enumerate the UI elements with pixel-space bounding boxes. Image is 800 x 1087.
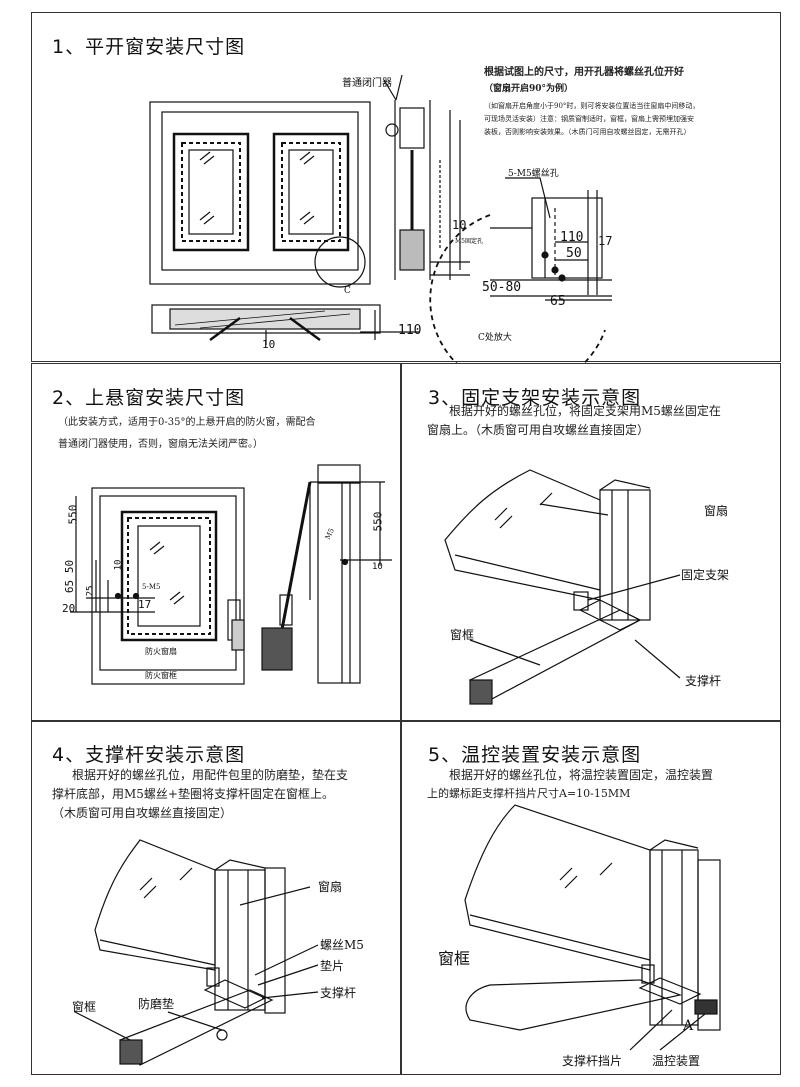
s2-label-frame: 防火窗框 [145, 671, 177, 680]
s3-label-frame: 窗框 [450, 628, 475, 642]
s3-label-rod: 支撑杆 [685, 674, 722, 688]
s2-dim-550-a: 550 [66, 504, 80, 525]
s2-dim-550-b: 550 [371, 511, 385, 532]
s1-point-c: C [344, 286, 351, 296]
s5-label-device: 温控装置 [652, 1054, 701, 1068]
s5-label-stop: 支撑杆挡片 [562, 1054, 623, 1068]
s5-desc-line1: 根据开好的螺丝孔位，将温控装置固定，温控装置 [449, 768, 714, 782]
s2-dim-50: 50 [63, 559, 77, 574]
s1-dim-50-80: 50-80 [482, 280, 522, 295]
s4-desc-line3: （木质窗可用自攻螺丝直接固定） [52, 806, 233, 820]
s1-hole-label: 5-M5螺丝孔 [508, 169, 559, 179]
s1-dim-65: 65 [550, 294, 566, 309]
s4-desc-line2: 撑杆底部，用M5螺丝+垫圈将支撑杆固定在窗框上。 [52, 787, 334, 801]
section-1-panel [31, 12, 781, 362]
s2-dim-65: 65 [63, 579, 77, 594]
s3-desc-line1: 根据开好的螺丝孔位，将固定支架用M5螺丝固定在 [449, 404, 721, 418]
s1-note-line2: （窗扇开启90°为例） [484, 84, 574, 94]
s2-dim-20: 20 [62, 602, 76, 615]
s2-dim-10-b: 10 [372, 562, 383, 572]
s4-label-washer: 垫片 [320, 959, 345, 973]
s1-note-line5: 装板，否则影响安装效果。（木质门可用自攻螺丝固定，无需开孔） [484, 128, 691, 136]
s1-dim-17: 17 [598, 234, 613, 248]
s2-desc-line2: 普通闭门器使用，否则，窗扇无法关闭严密。） [58, 439, 263, 450]
s1-note-line3: （如窗扇开启角度小于90°时，则可将安装位置适当往窗扇中间移动， [484, 102, 700, 110]
section-4-title: 4、支撑杆安装示意图 [52, 744, 246, 766]
s2-label-sash: 防火窗扇 [145, 647, 177, 656]
s1-zoom-label: C处放大 [478, 333, 512, 343]
s2-dim-17: 17 [138, 598, 152, 611]
section-1-title: 1、平开窗安装尺寸图 [52, 36, 246, 58]
s4-label-frame: 窗框 [72, 1000, 97, 1014]
s2-label-m5: 5-M5 [142, 583, 161, 591]
s3-label-sash: 窗扇 [704, 504, 729, 518]
s3-desc-line2: 窗扇上。（木质窗可用自攻螺丝直接固定） [427, 423, 650, 437]
s1-dim-10-b: 10 [262, 338, 276, 351]
s1-dim-10-a: 10 [452, 218, 467, 232]
section-5-title: 5、温控装置安装示意图 [428, 744, 642, 766]
s4-label-rod: 支撑杆 [320, 986, 357, 1000]
s2-dim-10-a: 10 [113, 559, 124, 571]
s5-label-frame: 窗框 [438, 949, 471, 968]
s1-note-line4: 可现场灵活安装）注意：钢质窗制适时，窗框，窗扇上需预埋加强安 [484, 115, 694, 123]
s1-dim-110-b: 110 [398, 323, 422, 338]
s1-small-label: M5固定孔 [455, 238, 483, 245]
closer-label: 普通闭门器 [342, 78, 392, 89]
section-3-title: 3、固定支架安装示意图 [428, 387, 642, 409]
s1-dim-50: 50 [566, 246, 582, 261]
s5-desc-line2: 上的螺标距支撑杆挡片尺寸A=10-15MM [427, 787, 631, 800]
s1-dim-110-a: 110 [560, 230, 584, 245]
s4-label-sash: 窗扇 [318, 880, 343, 894]
s4-label-screw: 螺丝M5 [320, 938, 364, 952]
s4-label-pad: 防磨垫 [138, 997, 175, 1011]
section-2-title: 2、上悬窗安装尺寸图 [52, 387, 246, 409]
s1-note-line1: 根据试图上的尺寸，用开孔器将螺丝孔位开好 [484, 67, 684, 78]
s2-desc-line1: （此安装方式，适用于0-35°的上悬开启的防火窗，需配合 [58, 417, 316, 428]
s2-dim-25: 25 [85, 585, 96, 597]
s3-label-bracket: 固定支架 [681, 568, 730, 582]
s5-label-a: A [683, 1018, 694, 1034]
s4-desc-line1: 根据开好的螺丝孔位，用配件包里的防磨垫，垫在支 [72, 768, 349, 782]
